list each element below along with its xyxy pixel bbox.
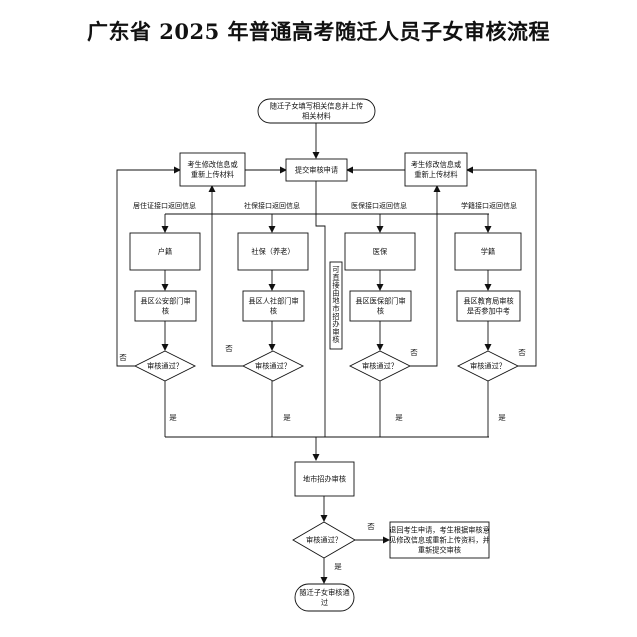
no-label-2: 否 — [410, 348, 418, 357]
no-label-0: 否 — [119, 353, 127, 362]
edge-no-0 — [116, 166, 181, 367]
shebao-api-label: 社保接口返回信息 — [244, 201, 300, 210]
yes-label-3: 是 — [498, 413, 506, 422]
decision-police-text: 审核通过？ — [147, 362, 183, 371]
decision-hr-text: 审核通过？ — [255, 362, 291, 371]
return-note-node-box — [389, 521, 490, 559]
city-review-node-text: 地市招办审核 — [303, 475, 346, 484]
submit-node-box — [285, 158, 348, 182]
decision-police-diamond — [133, 350, 197, 382]
decision-edu-diamond — [456, 350, 520, 382]
modify-left-node-box — [179, 152, 246, 187]
modify-right-node-box — [404, 152, 468, 187]
yes-label-2: 是 — [395, 413, 403, 422]
review-police-node-text: 县区公安部门审核 — [140, 297, 190, 316]
no-label-final: 否 — [367, 522, 375, 531]
node-shapes — [128, 98, 523, 612]
modify-right-node-text: 考生修改信息或重新上传材料 — [411, 160, 461, 179]
hukou-node-box — [129, 232, 201, 271]
yes-label-0: 是 — [169, 413, 177, 422]
side-note-box — [329, 261, 343, 350]
no-label-1: 否 — [225, 344, 233, 353]
edge-no-2 — [409, 185, 441, 367]
review-medical-node-text: 县区医保部门审核 — [355, 297, 405, 316]
yes-label-final: 是 — [334, 562, 342, 571]
hukou-api-label: 居住证接口返回信息 — [133, 201, 196, 210]
decision-hr-diamond — [241, 350, 305, 382]
review-police-node-box — [134, 290, 197, 322]
end-node-box — [294, 583, 355, 612]
review-edu-node-text: 县区教育局审核是否参加中考 — [463, 297, 513, 316]
shebao-node-box — [237, 232, 309, 271]
return-note-node-text: 退回考生申请，考生根据审核意见修改信息或重新上传资料，并重新提交审核 — [389, 526, 490, 555]
yibao-node-text: 医保 — [373, 247, 388, 256]
review-hr-node-text: 县区人社部门审核 — [248, 297, 298, 316]
decision-edu-text: 审核通过？ — [470, 362, 506, 371]
review-medical-node-box — [349, 290, 412, 322]
decision-medical-diamond — [348, 350, 412, 382]
xueji-node-text: 学籍 — [481, 247, 495, 256]
edge-direct-city — [315, 214, 326, 437]
final-decision-text: 审核通过？ — [306, 536, 342, 545]
final-decision-diamond — [292, 521, 356, 559]
yibao-api-label: 医保接口返回信息 — [351, 201, 407, 210]
page-title: 广东省 2025 年普通高考随迁人员子女审核流程 — [86, 19, 551, 44]
review-hr-node-box — [242, 290, 305, 322]
review-edu-node-box — [456, 290, 521, 322]
yibao-node-box — [344, 232, 416, 271]
xueji-api-label: 学籍接口返回信息 — [461, 201, 517, 210]
connectors — [116, 122, 537, 584]
decision-medical-text: 审核通过？ — [362, 362, 398, 371]
xueji-node-box — [454, 232, 522, 271]
hukou-node-text: 户籍 — [158, 247, 172, 256]
edge-no-3 — [466, 166, 537, 367]
end-node-text: 随迁子女审核通过 — [299, 588, 349, 607]
modify-left-node-text: 考生修改信息或重新上传材料 — [187, 160, 237, 179]
start-node-text: 随迁子女填写相关信息并上传相关材料 — [270, 102, 363, 121]
side-note-text: 可直接由地市招办审核 — [332, 265, 339, 344]
yes-label-1: 是 — [283, 413, 291, 422]
shebao-node-text: 社保（养老） — [251, 247, 294, 256]
edge-no-1 — [208, 185, 243, 367]
city-review-node-box — [294, 461, 355, 497]
start-node-box — [257, 98, 376, 124]
submit-node-text: 提交审核申请 — [295, 166, 338, 175]
no-label-3: 否 — [518, 348, 526, 357]
